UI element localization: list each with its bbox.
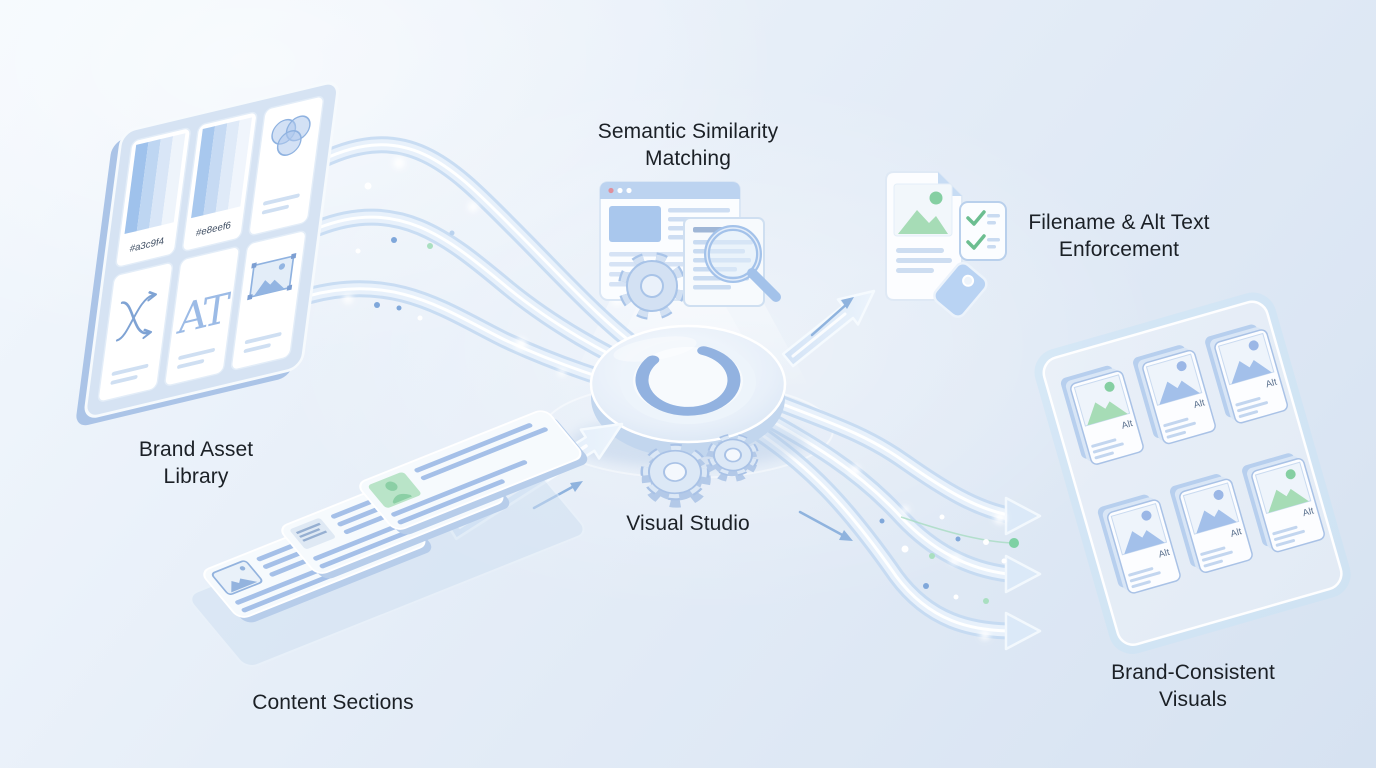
mountain-icon — [1087, 401, 1128, 426]
sun-icon — [1248, 340, 1259, 351]
venn-icon — [271, 115, 311, 156]
filename-enforcement-group — [885, 171, 1007, 318]
image-placeholder-icon — [211, 560, 263, 595]
sun-icon — [929, 191, 943, 205]
semantic-matching-label: Semantic Similarity Matching — [597, 120, 779, 170]
alt-badge: Alt — [1192, 397, 1206, 411]
filename-enforcement-label: Filename & Alt Text Enforcement — [1028, 211, 1210, 261]
magnifier-icon — [704, 225, 781, 302]
check-icon — [966, 234, 986, 250]
text-lines — [1163, 417, 1196, 439]
arrow-hub-to-filename — [781, 289, 876, 368]
checklist-icon — [959, 201, 1007, 261]
hub-disk — [570, 324, 806, 468]
text-lines — [391, 423, 548, 525]
content-card-profile — [359, 410, 588, 535]
mountain-icon — [1196, 509, 1237, 534]
sun-icon — [1285, 469, 1296, 480]
text-lines — [110, 363, 149, 385]
alt-badge: Alt — [1229, 526, 1243, 540]
brand-visuals-panel: Alt Alt Alt Alt — [1034, 292, 1351, 654]
text-lines — [1128, 567, 1161, 589]
text-lines — [1235, 397, 1268, 418]
brand-asset-library-panel: #a3c9f4 #e8eef6 — [76, 81, 339, 426]
mountain-icon — [1268, 488, 1309, 513]
image-selection-card — [230, 230, 307, 371]
mountain-icon — [898, 210, 948, 234]
mountain-icon — [1231, 360, 1272, 385]
hero-image-block — [609, 206, 661, 242]
shuffle-card — [97, 262, 174, 402]
brand-asset-library-label: Brand Asset Library — [138, 438, 254, 488]
window-dot — [617, 187, 623, 194]
sun-icon — [1176, 361, 1187, 372]
alt-badge: Alt — [1157, 547, 1171, 561]
content-sections-label: Content Sections — [252, 691, 414, 714]
pipe-arrowhead-icon — [1004, 496, 1042, 651]
text-lines — [1200, 546, 1233, 568]
alt-badge: Alt — [1301, 505, 1315, 519]
text-block-icon — [290, 518, 335, 549]
sun-icon — [1104, 381, 1115, 392]
text-lines — [1272, 525, 1305, 547]
small-arrows — [532, 297, 854, 541]
venn-diagram-card — [248, 96, 324, 236]
semantic-matching-group — [599, 181, 781, 320]
color-swatch-card: #a3c9f4 — [115, 127, 191, 268]
text-lines — [896, 248, 952, 273]
window-dot — [626, 187, 632, 194]
content-sections-group — [190, 410, 588, 667]
photo-card: Alt — [1060, 365, 1144, 465]
hub-label: Visual Studio — [626, 512, 750, 535]
sun-icon — [1141, 510, 1152, 521]
browser-titlebar — [600, 182, 740, 199]
gear-icon — [640, 443, 711, 508]
typography-card: AT — [164, 246, 240, 386]
image-placeholder-icon — [247, 253, 297, 301]
alt-badge: Alt — [1265, 377, 1279, 391]
spinner-icon — [635, 346, 741, 416]
photo-card: Alt — [1097, 494, 1181, 594]
sun-icon — [1213, 489, 1224, 500]
brand-visuals-label: Brand-Consistent Visuals — [1111, 661, 1275, 711]
window-dot-red — [608, 187, 614, 194]
text-lines — [261, 193, 300, 215]
text-lines — [243, 332, 282, 353]
tag-icon — [933, 262, 988, 318]
alt-badge: Alt — [1120, 418, 1134, 432]
text-lines — [177, 348, 215, 369]
gear-icon — [705, 433, 759, 482]
color-swatch-card: #e8eef6 — [182, 111, 258, 252]
photo-card: Alt — [1169, 473, 1253, 573]
mountain-icon — [1159, 380, 1200, 405]
shuffle-icon — [115, 291, 157, 342]
mountain-icon — [1124, 530, 1165, 555]
photo-card: Alt — [1133, 345, 1216, 445]
document-icon — [885, 171, 963, 301]
check-icon — [966, 210, 986, 226]
text-lines — [1091, 438, 1124, 460]
photo-card: Alt — [1205, 324, 1288, 424]
avatar-icon — [368, 472, 421, 508]
photo-card: Alt — [1242, 453, 1325, 553]
